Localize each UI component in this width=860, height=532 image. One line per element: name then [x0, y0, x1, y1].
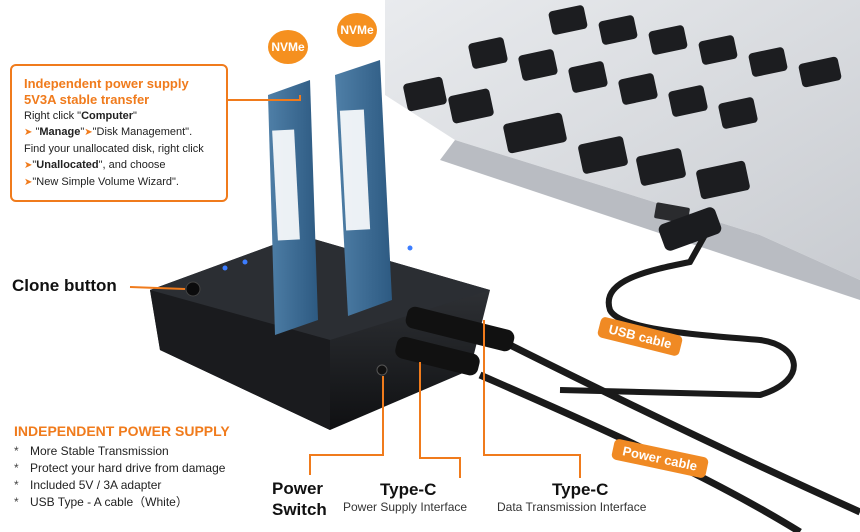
right-arrow-icon: ➤ — [24, 127, 33, 138]
callout-line-4-post: ", and choose — [98, 159, 166, 171]
callout-title-2: 5V3A stable transfer — [24, 92, 150, 107]
feature-item-text: USB Type - A cable（White） — [30, 495, 188, 509]
typec-data-label: Type-C — [552, 480, 609, 499]
typec-data-sublabel: Data Transmission Interface — [497, 500, 647, 514]
nvme-right-pin: NVMe — [337, 13, 377, 47]
callout-line-5-text: "New Simple Volume Wizard". — [32, 176, 179, 188]
bullet-icon: * — [14, 478, 19, 492]
ssd-left — [268, 80, 318, 335]
callout-line-2-c: "Disk Management". — [92, 126, 193, 138]
callout-line-1-bold: Computer — [81, 110, 134, 122]
feature-item-text: More Stable Transmission — [30, 444, 169, 458]
callout-title-1: Independent power supply — [24, 76, 189, 91]
typec-power-label: Type-C — [380, 480, 437, 499]
feature-item: * Included 5V / 3A adapter — [14, 477, 314, 494]
callout-line-2: ➤ "Manage"➤"Disk Management". — [24, 124, 216, 141]
nvme-left-pin: NVMe — [268, 30, 308, 64]
callout-line-5: ➤"New Simple Volume Wizard". — [24, 174, 216, 191]
right-arrow-icon: ➤ — [24, 160, 33, 171]
bullet-icon: * — [14, 444, 19, 458]
callout-line-2-a: " — [35, 126, 40, 138]
callout-line-4-bold: Unallocated — [36, 159, 99, 171]
feature-list: INDEPENDENT POWER SUPPLY * More Stable Tr… — [14, 423, 314, 511]
clone-button-label: Clone button — [12, 276, 117, 295]
callout-line-4: ➤"Unallocated", and choose — [24, 157, 216, 174]
feature-item: * More Stable Transmission — [14, 443, 314, 460]
bullet-icon: * — [14, 461, 19, 475]
typec-power-sublabel: Power Supply Interface — [343, 500, 468, 514]
callout-line-2-b: " — [80, 126, 85, 138]
usb-cable — [559, 207, 797, 399]
power-switch-label-2: Switch — [272, 500, 327, 519]
bullet-icon: * — [14, 495, 19, 509]
callout-line-3: Find your unallocated disk, right click — [24, 143, 204, 155]
callout-line-2-bold: Manage — [39, 126, 81, 138]
feature-item-text: Protect your hard drive from damage — [30, 461, 226, 475]
feature-item-text: Included 5V / 3A adapter — [30, 478, 162, 492]
feature-item: * USB Type - A cable（White） — [14, 494, 314, 511]
ssd-right — [335, 60, 392, 316]
callout-line-1-post: " — [133, 110, 137, 122]
docking-station — [150, 235, 515, 430]
clone-button-icon — [185, 281, 201, 297]
power-switch-label: Power Switch — [272, 478, 327, 520]
right-arrow-icon: ➤ — [84, 127, 93, 138]
laptop — [385, 0, 860, 300]
instruction-callout: Independent power supply 5V3A stable tra… — [10, 64, 228, 202]
nvme-right-label: NVMe — [340, 23, 374, 37]
nvme-left-label: NVMe — [271, 40, 305, 54]
power-switch-label-1: Power — [272, 479, 324, 498]
power-switch-icon — [376, 364, 388, 376]
right-arrow-icon: ➤ — [24, 177, 33, 188]
callout-line-4-pre: " — [32, 159, 37, 171]
callout-line-1: Right click "Computer" — [24, 108, 216, 124]
leader-lines — [129, 95, 581, 478]
feature-item: * Protect your hard drive from damage — [14, 460, 314, 477]
callout-line-1-pre: Right click " — [24, 110, 82, 122]
feature-title: INDEPENDENT POWER SUPPLY — [14, 423, 230, 439]
